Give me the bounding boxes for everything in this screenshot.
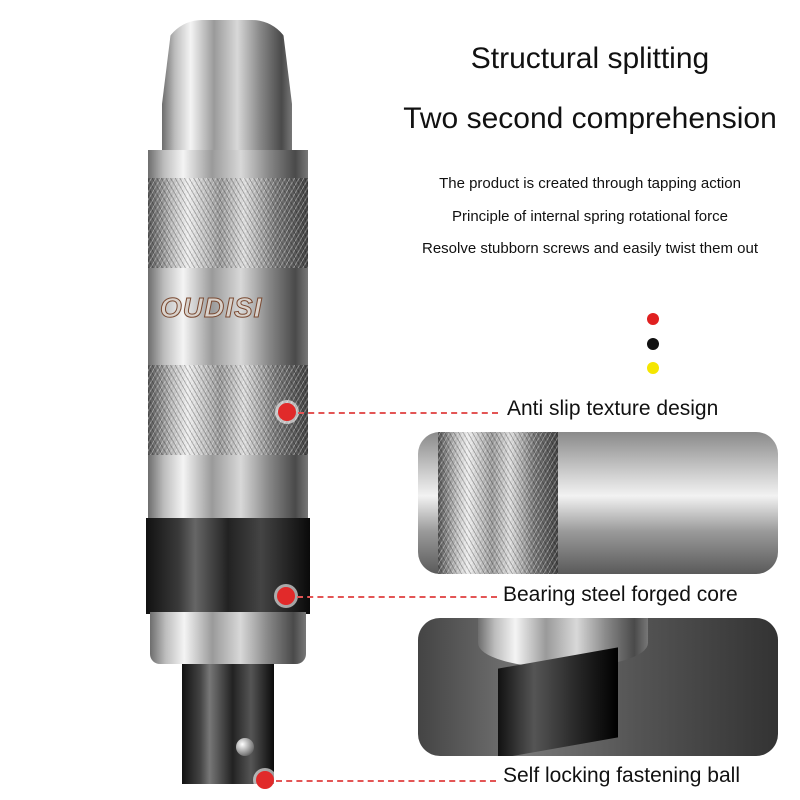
callout-line-texture xyxy=(298,412,498,414)
callout-label-ball: Self locking fastening ball xyxy=(503,764,740,787)
driver-collar xyxy=(150,612,306,664)
color-dot-red xyxy=(647,313,659,325)
callout-marker-ball xyxy=(256,771,274,789)
callout-line-core xyxy=(297,596,497,598)
description-line-1: The product is created through tapping a… xyxy=(439,175,741,192)
callout-marker-core xyxy=(277,587,295,605)
heading-line-2: Two second comprehension xyxy=(403,102,777,135)
driver-cap xyxy=(162,20,292,160)
color-dot-yellow xyxy=(647,362,659,374)
brand-logo: OUDISI xyxy=(159,292,263,324)
knurl-closeup xyxy=(438,432,558,574)
callout-label-core: Bearing steel forged core xyxy=(503,583,738,606)
color-dot-black xyxy=(647,338,659,350)
square-drive xyxy=(182,664,274,784)
callout-marker-texture xyxy=(278,403,296,421)
heading-line-1: Structural splitting xyxy=(470,42,710,75)
knurl-closeup-photo xyxy=(418,432,778,574)
description-line-3: Resolve stubborn screws and easily twist… xyxy=(422,240,758,257)
callout-label-texture: Anti slip texture design xyxy=(507,397,719,420)
locking-ball xyxy=(236,738,254,756)
description-line-2: Principle of internal spring rotational … xyxy=(452,208,728,225)
callout-line-ball xyxy=(276,780,496,782)
square-drive-closeup-photo xyxy=(418,618,778,756)
knurl-band-upper xyxy=(148,178,308,268)
